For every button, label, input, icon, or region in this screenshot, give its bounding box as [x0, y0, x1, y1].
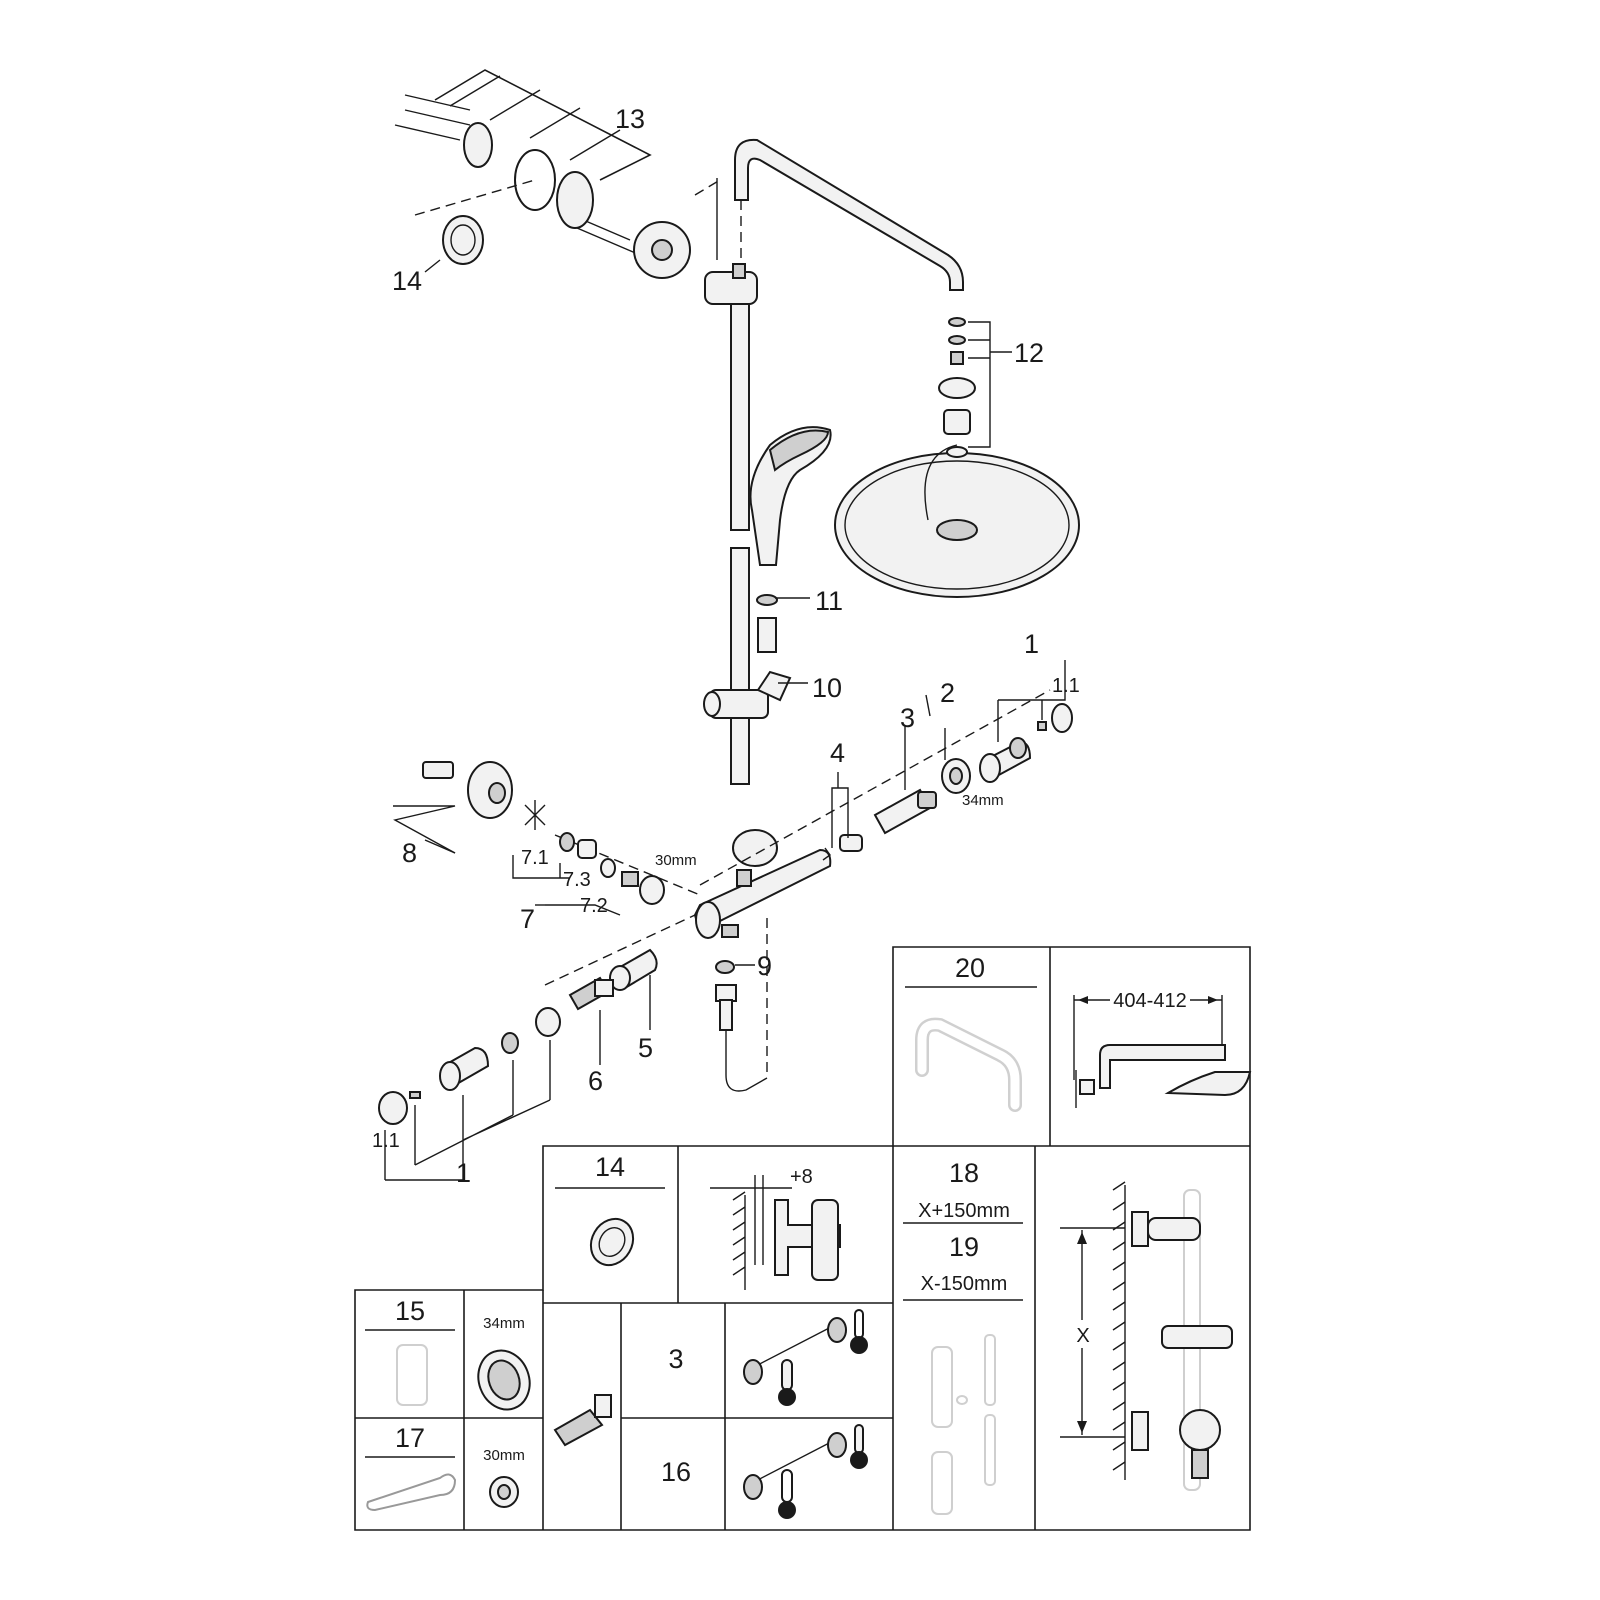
rail-height-label: X	[1076, 1325, 1089, 1347]
ring-2	[941, 728, 971, 794]
left-handle-parts	[393, 761, 701, 916]
overhead-shower-plate	[834, 444, 1080, 598]
cartridge-3	[873, 725, 937, 835]
label-7-3: 7.3	[563, 869, 591, 891]
cell-shower-arm-dimension: 404-412	[1073, 990, 1252, 1108]
cell-20-number: 20	[955, 953, 985, 983]
cell-18-dimension: X+150mm	[918, 1200, 1010, 1222]
label-5: 5	[638, 1033, 653, 1063]
cell-20-shower-arm: 20	[905, 953, 1037, 1112]
dim-30mm-nut: 30mm	[655, 852, 697, 869]
hand-shower	[749, 426, 832, 566]
dim-34mm-ring: 34mm	[962, 792, 1004, 809]
cell-3-number: 3	[668, 1344, 683, 1374]
nut-30mm-dimension: 30mm	[483, 1447, 525, 1464]
cell-17-number: 17	[395, 1423, 425, 1453]
cell-3-cartridge: 3	[668, 1309, 868, 1406]
cell-16-cartridge: 16	[661, 1424, 868, 1519]
label-12: 12	[1014, 338, 1044, 368]
washer-11	[756, 594, 778, 606]
label-1-1-top: 1.1	[1052, 675, 1080, 697]
label-9: 9	[757, 951, 772, 981]
cell-19-number: 19	[949, 1232, 979, 1262]
label-8: 8	[402, 838, 417, 868]
spare-parts-table: 20 404-412 14 +8	[354, 946, 1252, 1531]
label-1-bottom: 1	[456, 1158, 471, 1188]
cell-15-sleeve: 15	[365, 1296, 455, 1406]
label-7-1: 7.1	[521, 847, 549, 869]
label-6: 6	[588, 1066, 603, 1096]
label-1-1-bottom: 1.1	[372, 1130, 400, 1152]
thermo-cartridge-6	[568, 976, 614, 1065]
arm-length-dimension: 404-412	[1113, 990, 1186, 1012]
wall-offset-dimension: +8	[790, 1166, 813, 1188]
connector-set-12	[938, 317, 1012, 458]
label-4: 4	[830, 738, 845, 768]
cell-17-nut-30mm: 30mm	[483, 1447, 525, 1508]
label-11: 11	[815, 586, 843, 616]
label-1-top: 1	[1024, 629, 1039, 659]
cell-18-number: 18	[949, 1158, 979, 1188]
handle-8	[393, 761, 513, 854]
cell-cartridge-image	[553, 1394, 612, 1447]
shower-riser-assembly	[693, 138, 1080, 1092]
hand-shower-holder-10	[703, 670, 792, 719]
label-7-2: 7.2	[580, 895, 608, 917]
label-7: 7	[520, 904, 535, 934]
rosette-ring-14	[424, 215, 484, 273]
hose-nut-top	[757, 617, 777, 653]
label-13: 13	[615, 104, 645, 134]
right-handle-parts	[699, 660, 1073, 886]
cell-14-ring: 14	[555, 1152, 665, 1267]
cell-14-number: 14	[595, 1152, 625, 1182]
stop-set-7	[512, 800, 665, 916]
riser-rod-upper	[730, 289, 750, 531]
hose-connector-9	[715, 960, 768, 1092]
spacer-4	[822, 772, 863, 861]
callout-labels: 13 14 12 11 10 1 1.1 2 3 4 34mm 30mm 8 7…	[372, 104, 1080, 1188]
cell-18-19-rails: 18 X+150mm 19 X-150mm	[903, 1158, 1023, 1515]
ring-34mm-dimension: 34mm	[483, 1315, 525, 1332]
cell-19-dimension: X-150mm	[921, 1273, 1008, 1295]
cell-15-ring-34mm: 34mm	[477, 1315, 531, 1411]
cell-16-number: 16	[661, 1457, 691, 1487]
thermostat-body	[693, 829, 832, 939]
wall-bracket-top	[704, 263, 758, 305]
handle-1-right	[979, 660, 1073, 783]
label-10: 10	[812, 673, 842, 703]
adapter-5	[609, 948, 658, 1030]
label-14: 14	[392, 266, 422, 296]
riser-rod-lower	[730, 547, 750, 785]
handle-1-left	[378, 1007, 561, 1181]
cell-rail-height-x: X	[1060, 1181, 1233, 1491]
label-3: 3	[900, 703, 915, 733]
label-2: 2	[940, 678, 955, 708]
cell-15-number: 15	[395, 1296, 425, 1326]
lower-left-parts	[378, 914, 696, 1181]
cell-17-wrench: 17	[365, 1423, 457, 1512]
cell-wall-offset: +8	[710, 1166, 841, 1290]
wall-fixing-set-13	[394, 69, 721, 279]
